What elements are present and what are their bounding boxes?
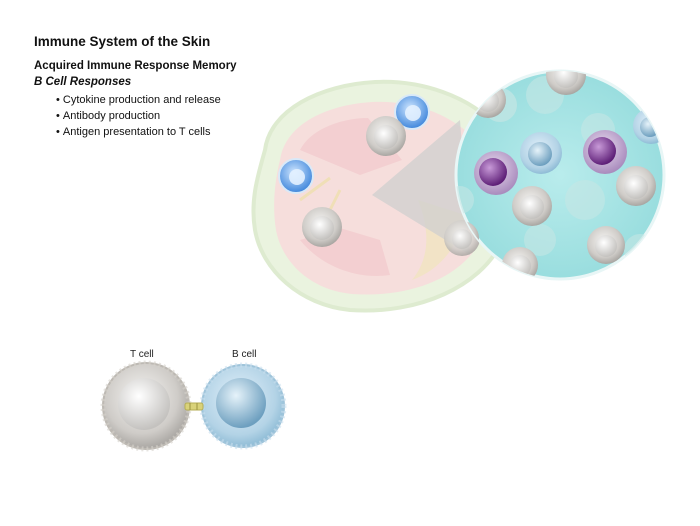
- magnified-view: [454, 69, 666, 281]
- node-b-cell: [394, 94, 430, 130]
- response-list: Cytokine production and release Antibody…: [56, 92, 221, 140]
- t-cell: [100, 360, 192, 452]
- b-cell-label: B cell: [232, 349, 256, 360]
- zoom-b-cell: [520, 132, 562, 174]
- zoom-b-cell: [633, 108, 664, 144]
- section-heading: B Cell Responses: [34, 76, 132, 88]
- receptor-connector: [184, 402, 204, 411]
- zoom-t-cell: [587, 226, 625, 264]
- zoom-plasma-cell: [583, 130, 627, 174]
- zoom-t-cell: [512, 186, 552, 226]
- zoom-t-cell: [616, 166, 656, 206]
- page-title: Immune System of the Skin: [34, 34, 211, 49]
- zoom-cone: [372, 120, 470, 255]
- list-item: Antigen presentation to T cells: [56, 124, 221, 140]
- b-cell: [199, 362, 287, 450]
- node-t-cell: [366, 116, 406, 156]
- t-cell-label: T cell: [130, 349, 154, 360]
- list-item: Cytokine production and release: [56, 92, 221, 108]
- cell-interaction: T cell B cell: [100, 349, 287, 452]
- zoom-t-cell: [546, 71, 586, 95]
- slide-subtitle: Acquired Immune Response Memory: [34, 60, 237, 72]
- list-item: Antibody production: [56, 108, 221, 124]
- zoom-plasma-cell: [474, 151, 518, 195]
- node-t-cell: [302, 207, 342, 247]
- node-b-cell: [278, 158, 314, 194]
